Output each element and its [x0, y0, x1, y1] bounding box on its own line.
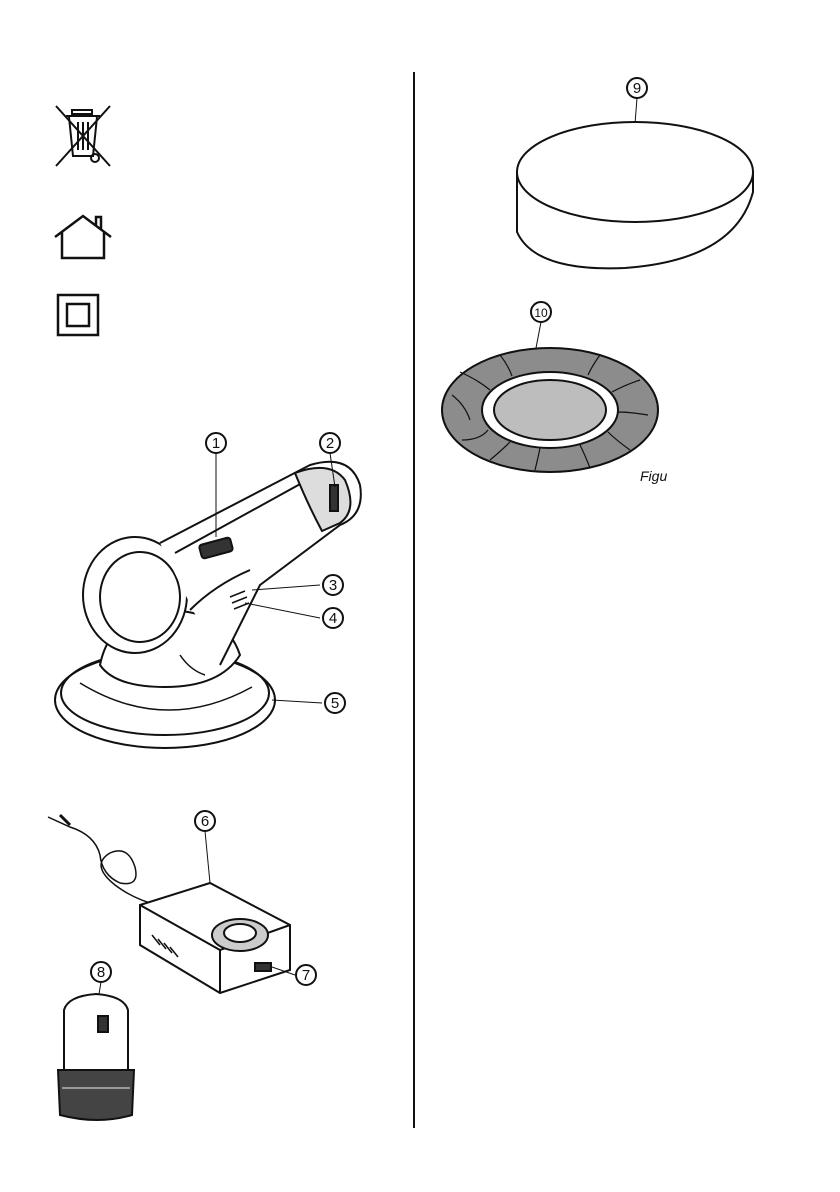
- sponge-pad-illustration: 9: [505, 72, 765, 282]
- polisher-illustration: 1 2 3 4 5: [40, 425, 380, 765]
- polishing-bonnet-illustration: 10: [440, 300, 660, 480]
- callout-8: 8: [97, 964, 105, 981]
- callout-3: 3: [329, 577, 337, 594]
- callout-2: 2: [326, 435, 334, 452]
- figure-label: Figu: [640, 468, 667, 484]
- indoor-use-house-icon: [52, 213, 114, 261]
- callout-6: 6: [201, 813, 209, 830]
- callout-10: 10: [534, 306, 548, 320]
- crossed-out-wheelie-bin-icon: [50, 104, 116, 168]
- callout-7: 7: [302, 967, 310, 984]
- column-divider: [413, 72, 415, 1128]
- callout-4: 4: [329, 610, 337, 627]
- battery-illustration: 8: [48, 960, 148, 1130]
- callout-5: 5: [331, 695, 339, 712]
- class-ii-double-square-icon: [56, 293, 100, 337]
- callout-1: 1: [212, 435, 220, 452]
- callout-9: 9: [633, 80, 641, 97]
